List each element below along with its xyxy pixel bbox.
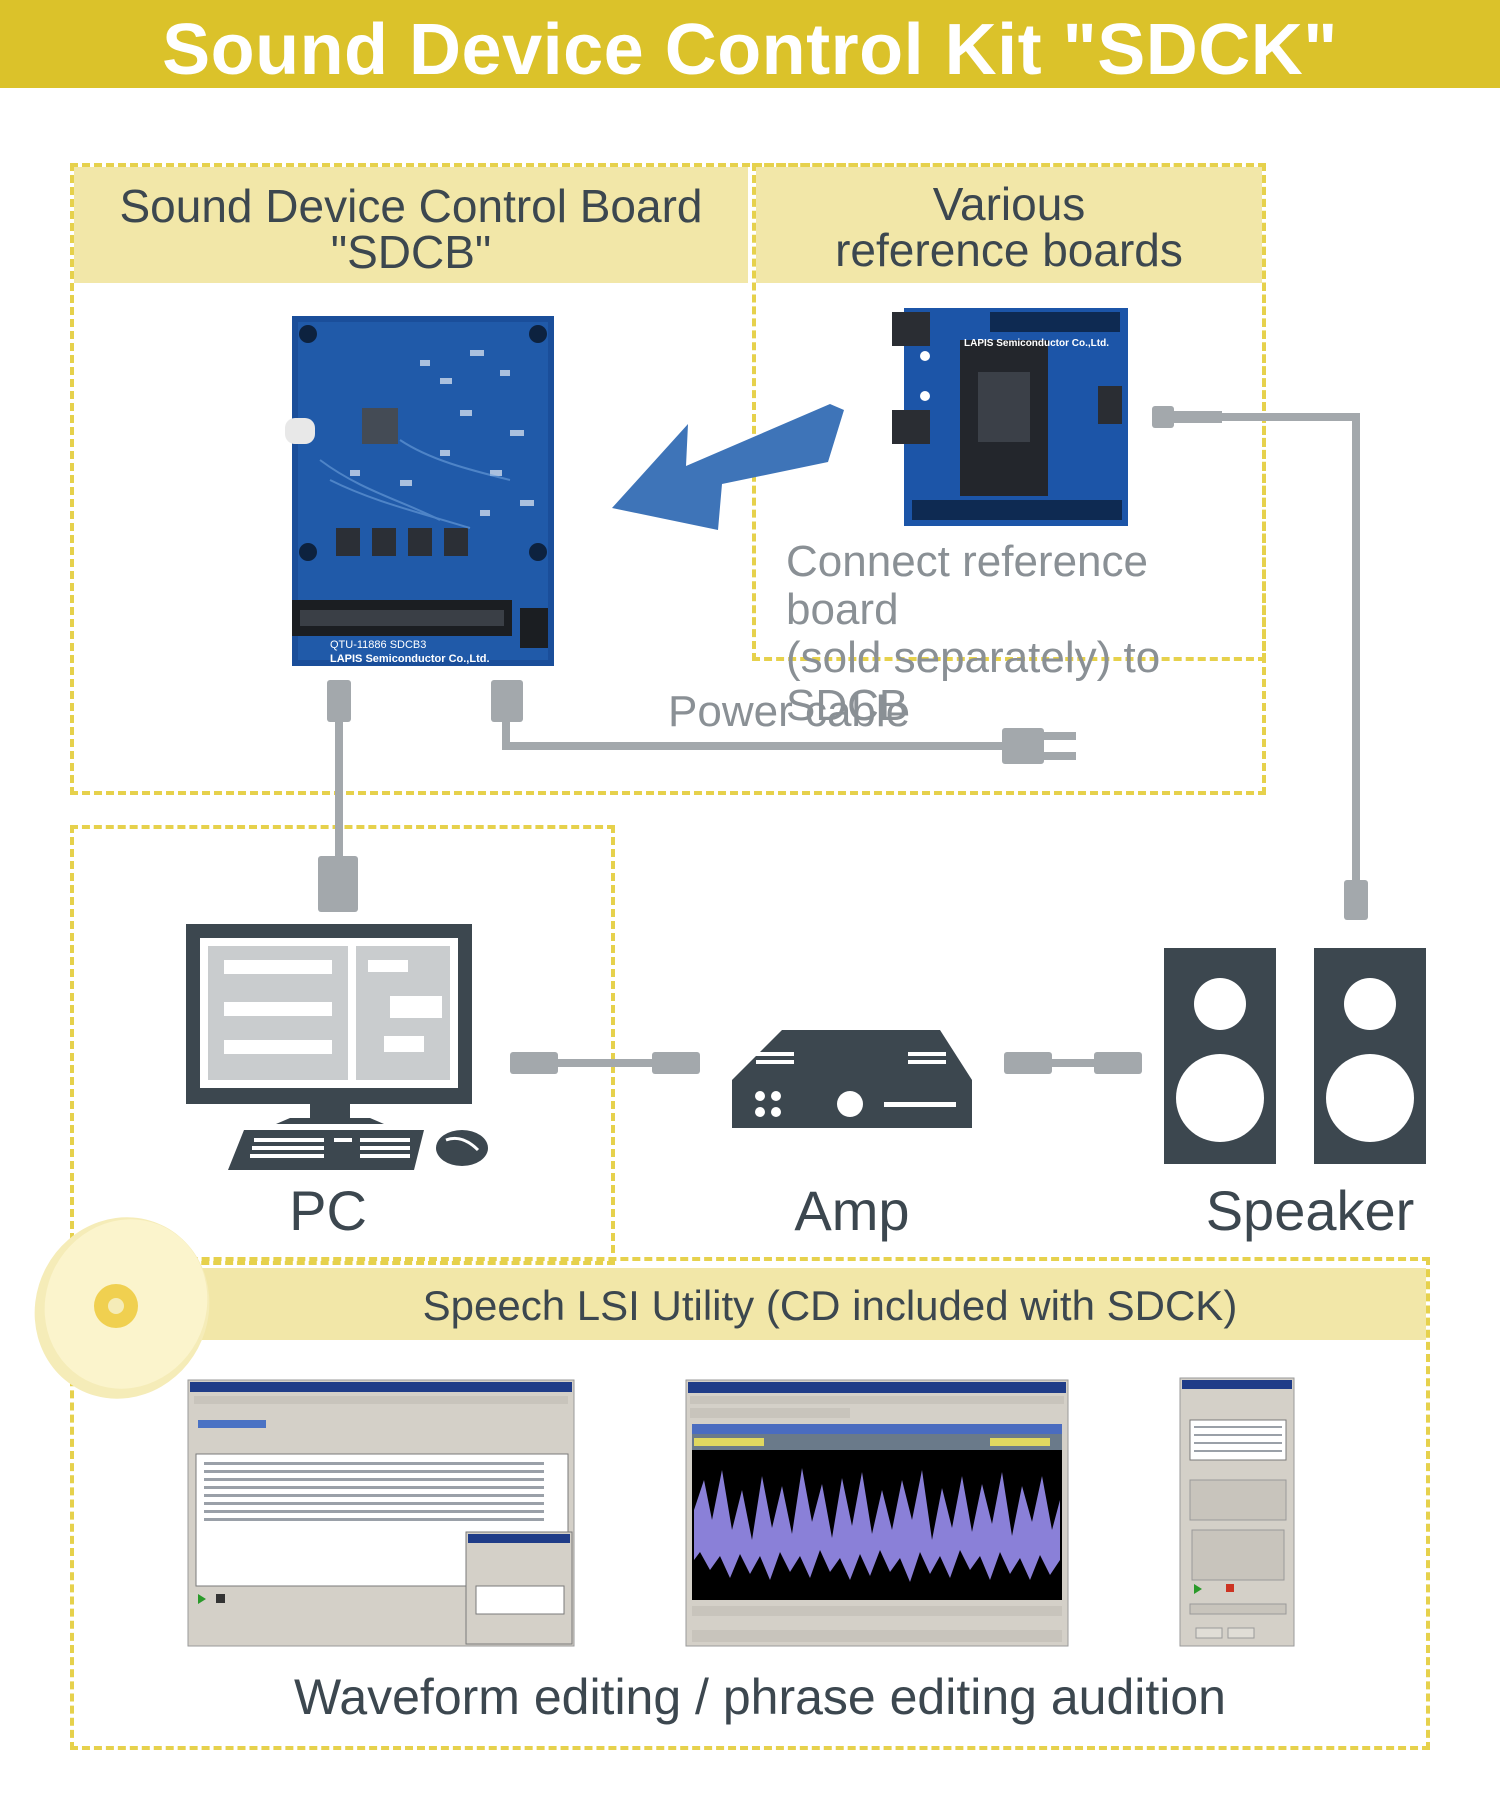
reference-board-image: LAPIS Semiconductor Co.,Ltd. bbox=[892, 308, 1128, 526]
sdcb-board-image: QTU-11886 SDCB3 LAPIS Semiconductor Co.,… bbox=[285, 316, 554, 666]
pc-amp-cable bbox=[510, 1052, 700, 1074]
software-header-band bbox=[186, 1268, 1426, 1340]
svg-text:LAPIS Semiconductor Co.,Ltd.: LAPIS Semiconductor Co.,Ltd. bbox=[964, 338, 1109, 349]
speaker-icon bbox=[1164, 948, 1426, 1164]
software-caption: Waveform editing / phrase editing auditi… bbox=[293, 1669, 1226, 1725]
amp-label: Amp bbox=[794, 1179, 910, 1242]
page-title: Sound Device Control Kit "SDCK" bbox=[162, 10, 1338, 90]
reference-title-line1: Various bbox=[932, 178, 1086, 230]
connect-arrow bbox=[612, 404, 844, 530]
pc-usb-cable bbox=[318, 680, 358, 912]
reference-header-band bbox=[756, 167, 1262, 283]
wave-editor-screenshot bbox=[685, 1379, 1069, 1647]
svg-text:LAPIS Semiconductor Co.,Ltd.: LAPIS Semiconductor Co.,Ltd. bbox=[330, 653, 490, 665]
reference-note-line2: (sold separately) to SDCB bbox=[786, 633, 1161, 730]
sdcb-title-line2: "SDCB" bbox=[330, 226, 492, 278]
cd-disc-icon bbox=[34, 1217, 210, 1399]
sdcb-title: Sound Device Control Board "SDCB" bbox=[74, 183, 748, 275]
pc-label: PC bbox=[289, 1179, 367, 1242]
reference-group-box bbox=[752, 163, 1266, 661]
sdcb-controller-screenshot bbox=[1179, 1377, 1295, 1647]
pc-icon bbox=[186, 924, 488, 1170]
utility-screenshot-1 bbox=[187, 1379, 575, 1647]
sdcb-title-line1: Sound Device Control Board bbox=[119, 180, 703, 232]
power-cable bbox=[491, 680, 1076, 764]
reference-note: Connect reference board (sold separately… bbox=[786, 538, 1256, 730]
amp-speaker-cable bbox=[1004, 1052, 1142, 1074]
reference-title-line2: reference boards bbox=[835, 224, 1183, 276]
title-banner bbox=[0, 0, 1500, 88]
sdcb-header-band bbox=[74, 167, 748, 283]
svg-text:QTU-11886 SDCB3: QTU-11886 SDCB3 bbox=[330, 639, 426, 651]
reference-note-line1: Connect reference board bbox=[786, 537, 1148, 634]
speaker-cable bbox=[1152, 406, 1368, 920]
software-band-label: Speech LSI Utility (CD included with SDC… bbox=[422, 1282, 1238, 1329]
power-cable-label: Power cable bbox=[668, 687, 911, 736]
amp-icon bbox=[732, 1030, 972, 1128]
software-group-box bbox=[70, 1257, 1430, 1750]
speaker-label: Speaker bbox=[1205, 1179, 1415, 1242]
reference-title: Various reference boards bbox=[756, 181, 1262, 273]
